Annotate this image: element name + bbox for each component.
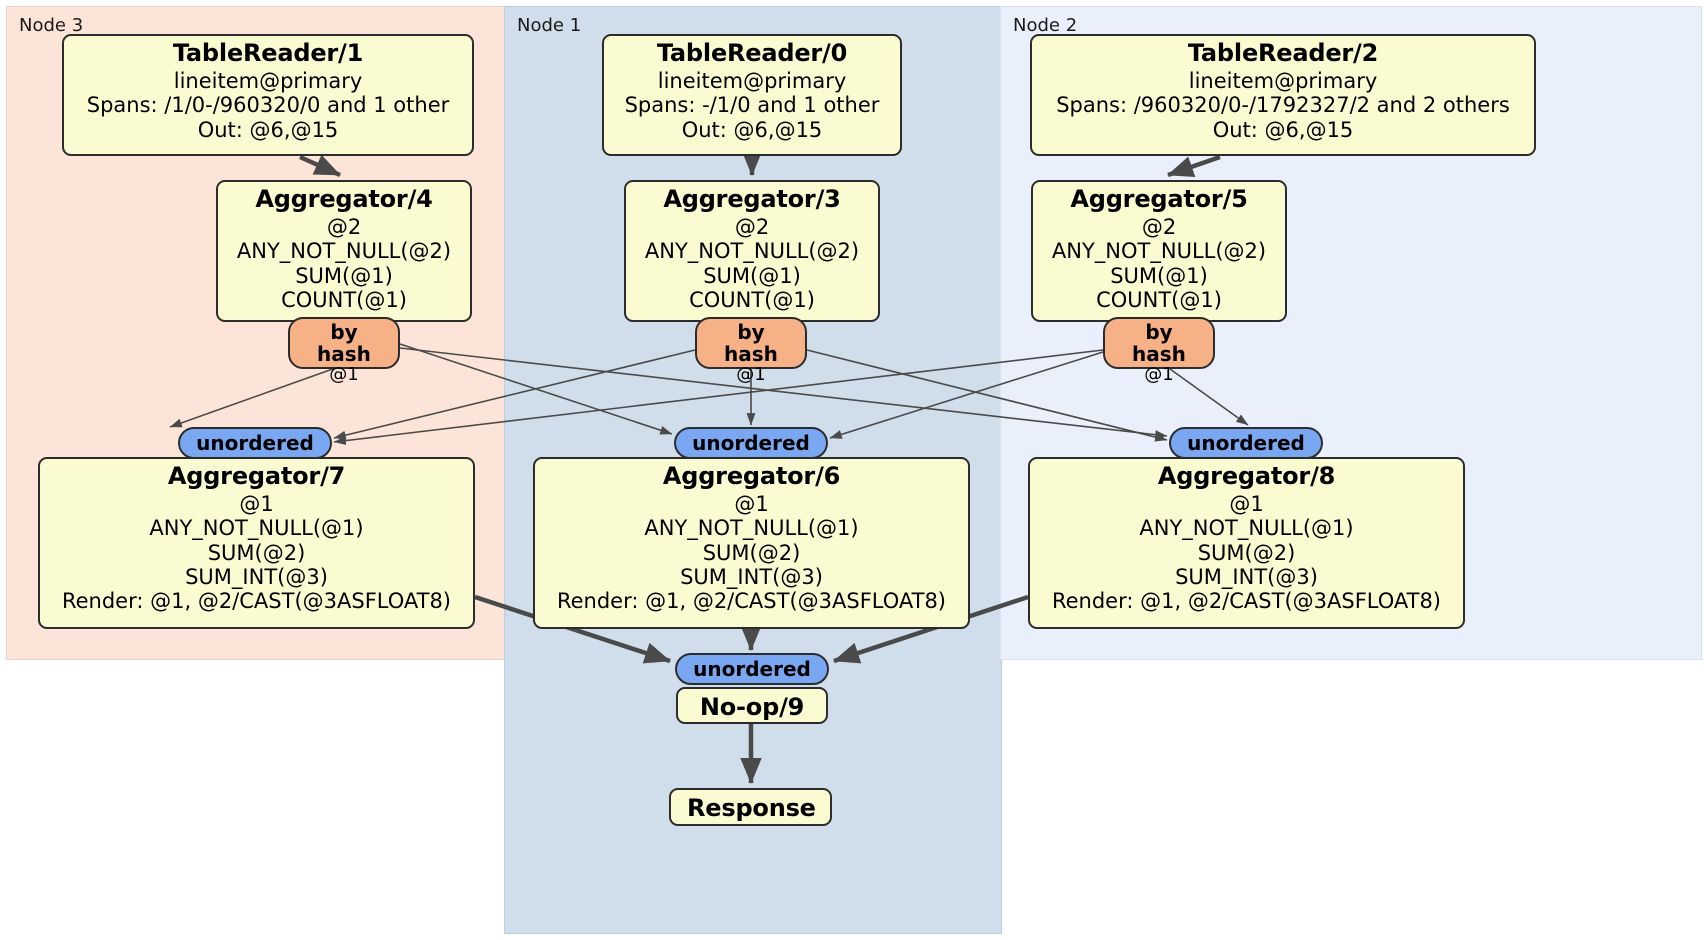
processor-response[interactable]: Response <box>669 788 832 826</box>
router-label: by hash <box>1132 320 1186 366</box>
processor-detail-line: ANY_NOT_NULL(@1) <box>644 516 859 541</box>
processor-detail-line: ANY_NOT_NULL(@2) <box>236 239 452 264</box>
processor-detail-line: Spans: /1/0-/960320/0 and 1 other <box>86 93 450 118</box>
synchronizer-label: unordered <box>692 431 810 455</box>
synchronizer-label: unordered <box>1187 431 1305 455</box>
processor-detail-line: SUM(@1) <box>703 263 801 288</box>
processor-detail-line: @1 <box>1229 491 1264 516</box>
output-router-byhash4[interactable]: by hash@1 <box>288 317 400 384</box>
processor-detail-line: ANY_NOT_NULL(@1) <box>1139 516 1354 541</box>
processor-title: Aggregator/4 <box>255 185 433 213</box>
processor-title: Aggregator/3 <box>663 185 841 213</box>
processor-detail-line: @2 <box>1141 214 1177 239</box>
processor-detail-line: COUNT(@1) <box>1096 287 1222 312</box>
processor-detail-line: SUM(@2) <box>702 540 801 565</box>
processor-title: Response <box>687 794 816 822</box>
processor-detail-line: @2 <box>326 214 362 239</box>
processor-detail-line: SUM(@1) <box>295 263 393 288</box>
processor-title: Aggregator/5 <box>1070 185 1248 213</box>
processor-detail-line: Out: @6,@15 <box>681 117 823 142</box>
processor-detail-line: Render: @1, @2/CAST(@3ASFLOAT8) <box>1051 589 1442 614</box>
input-synchronizer-unordered6[interactable]: unordered <box>674 427 828 459</box>
input-synchronizer-unordered9[interactable]: unordered <box>675 653 829 685</box>
processor-detail-line: @1 <box>239 491 274 516</box>
processor-detail-line: @2 <box>734 214 770 239</box>
input-synchronizer-unordered7[interactable]: unordered <box>178 427 332 459</box>
router-column: @1 <box>329 364 359 385</box>
processor-detail-line: Out: @6,@15 <box>197 117 339 142</box>
processor-detail-line: SUM(@1) <box>1110 263 1208 288</box>
processor-title: TableReader/2 <box>1187 39 1379 67</box>
router-label: by hash <box>724 320 778 366</box>
processor-detail-line: Spans: -/1/0 and 1 other <box>624 93 880 118</box>
processor-detail-line: SUM_INT(@3) <box>1175 564 1318 589</box>
processor-detail-line: lineitem@primary <box>173 68 363 93</box>
output-router-byhash3[interactable]: by hash@1 <box>695 317 807 384</box>
processor-detail-line: ANY_NOT_NULL(@1) <box>149 516 364 541</box>
processor-title: Aggregator/7 <box>167 462 346 490</box>
processor-detail-line: ANY_NOT_NULL(@2) <box>644 239 860 264</box>
processor-title: Aggregator/8 <box>1157 462 1336 490</box>
router-column: @1 <box>736 364 766 385</box>
processor-detail-line: Spans: /960320/0-/1792327/2 and 2 others <box>1056 93 1510 118</box>
processor-detail-line: COUNT(@1) <box>689 287 815 312</box>
processor-detail-line: SUM_INT(@3) <box>680 564 823 589</box>
output-router-byhash5[interactable]: by hash@1 <box>1103 317 1215 384</box>
processor-title: TableReader/1 <box>172 39 364 67</box>
processor-detail-line: lineitem@primary <box>657 68 847 93</box>
processor-detail-line: SUM(@2) <box>207 540 306 565</box>
processor-title: No-op/9 <box>699 693 805 721</box>
processor-detail-line: Out: @6,@15 <box>1212 117 1354 142</box>
synchronizer-label: unordered <box>196 431 314 455</box>
processor-detail-line: Render: @1, @2/CAST(@3ASFLOAT8) <box>61 589 452 614</box>
input-synchronizer-unordered8[interactable]: unordered <box>1169 427 1323 459</box>
processor-detail-line: @1 <box>734 491 769 516</box>
router-label: by hash <box>317 320 371 366</box>
processor-detail-line: SUM_INT(@3) <box>185 564 328 589</box>
region-label-node2: Node 2 <box>1013 15 1078 36</box>
processor-detail-line: SUM(@2) <box>1197 540 1296 565</box>
processor-detail-line: lineitem@primary <box>1188 68 1378 93</box>
processor-detail-line: Render: @1, @2/CAST(@3ASFLOAT8) <box>556 589 947 614</box>
processor-title: Aggregator/6 <box>662 462 841 490</box>
synchronizer-label: unordered <box>693 657 811 681</box>
region-label-node1: Node 1 <box>517 15 582 36</box>
router-column: @1 <box>1144 364 1174 385</box>
processor-detail-line: COUNT(@1) <box>281 287 407 312</box>
processor-title: TableReader/0 <box>656 39 848 67</box>
region-label-node3: Node 3 <box>19 15 84 36</box>
processor-noop9[interactable]: No-op/9 <box>676 687 828 724</box>
processor-detail-line: ANY_NOT_NULL(@2) <box>1051 239 1267 264</box>
